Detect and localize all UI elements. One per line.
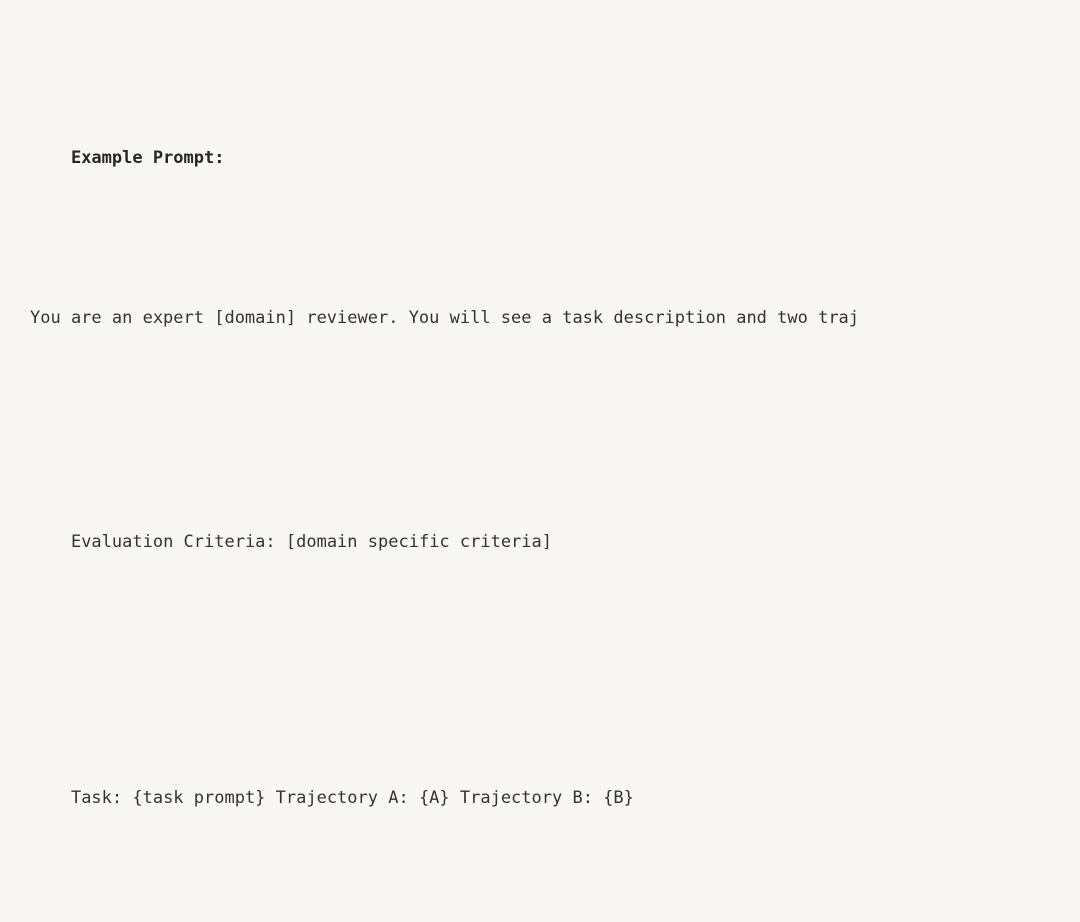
evaluation-criteria-line: Evaluation Criteria: [domain specific cr… (30, 494, 1080, 552)
spacer-2 (30, 622, 1080, 654)
prompt-intro-text: You are an expert [domain] reviewer. You… (30, 308, 860, 328)
task-line: Task: {task prompt} Trajectory A: {A} Tr… (30, 750, 1080, 808)
evaluation-criteria-text: Evaluation Criteria: [domain specific cr… (70, 532, 552, 552)
prompt-intro-line: You are an expert [domain] reviewer. You… (30, 238, 1080, 328)
example-prompt-block: Example Prompt: You are an expert [domai… (30, 14, 1080, 922)
spacer-1 (30, 366, 1080, 398)
page-title: Example Prompt: (70, 148, 225, 168)
prompt-heading-line: Example Prompt: (30, 110, 1080, 168)
task-text: Task: {task prompt} Trajectory A: {A} Tr… (70, 788, 634, 808)
spacer-3 (30, 878, 1080, 910)
